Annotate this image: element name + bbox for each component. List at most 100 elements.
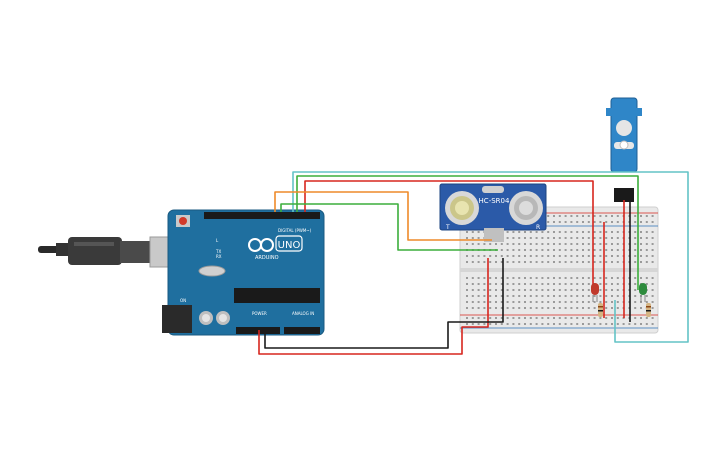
breadboard-hole <box>529 295 532 297</box>
breadboard-hole <box>529 301 532 303</box>
wire-red-5v[interactable] <box>258 258 489 355</box>
breadboard-hole <box>535 289 538 291</box>
breadboard-hole <box>518 237 521 239</box>
breadboard-hole <box>483 289 486 291</box>
usb-cable[interactable] <box>38 236 189 268</box>
breadboard-hole <box>524 255 526 257</box>
breadboard-hole <box>593 215 596 217</box>
breadboard-hole <box>651 323 654 325</box>
breadboard-hole <box>466 295 468 297</box>
breadboard-hole <box>634 283 637 285</box>
breadboard-hole <box>477 231 480 233</box>
breadboard-hole <box>500 307 503 309</box>
breadboard-hole <box>599 323 602 325</box>
breadboard-hole <box>645 255 648 257</box>
arduino-uno-board[interactable]: UNO ARDUINO DIGITAL (PWM~) TX RX L POWER… <box>162 209 325 336</box>
breadboard-hole <box>547 231 550 233</box>
breadboard-hole <box>553 289 555 291</box>
breadboard-hole <box>553 261 555 263</box>
red-led[interactable] <box>591 283 599 302</box>
breadboard-hole <box>506 295 509 297</box>
breadboard-hole <box>512 289 515 291</box>
breadboard-hole <box>489 243 492 245</box>
wire-green-trig[interactable] <box>280 203 498 251</box>
breadboard-hole <box>570 289 573 291</box>
breadboard-hole <box>529 289 532 291</box>
breadboard-hole <box>506 289 509 291</box>
analog-header <box>284 327 320 334</box>
breadboard-hole <box>483 295 486 297</box>
breadboard-hole <box>553 215 555 217</box>
breadboard-hole <box>541 237 544 239</box>
rx-label: RX <box>216 254 222 259</box>
breadboard-hole <box>616 277 619 279</box>
breadboard-hole <box>518 231 521 233</box>
green-led[interactable] <box>639 283 647 302</box>
resistor-1[interactable] <box>598 303 603 317</box>
resistor-2[interactable] <box>646 303 651 317</box>
digital-header <box>204 212 320 219</box>
breadboard-hole <box>489 289 492 291</box>
breadboard-hole <box>611 249 613 251</box>
breadboard-hole <box>535 301 538 303</box>
breadboard-hole <box>471 301 474 303</box>
breadboard-hole <box>593 261 596 263</box>
breadboard-hole <box>483 317 486 319</box>
servo-connector <box>614 188 634 202</box>
breadboard-hole <box>570 215 573 217</box>
wire-red-trig[interactable] <box>304 180 594 288</box>
breadboard-hole <box>558 255 561 257</box>
breadboard-hole <box>512 231 515 233</box>
breadboard-hole <box>506 307 509 309</box>
breadboard-hole <box>529 261 532 263</box>
breadboard-hole <box>593 237 596 239</box>
breadboard-hole <box>477 255 480 257</box>
wire-teal[interactable] <box>292 171 689 343</box>
breadboard-hole <box>605 283 608 285</box>
breadboard-hole <box>634 261 637 263</box>
breadboard-hole <box>582 289 584 291</box>
breadboard-hole <box>558 307 561 309</box>
breadboard-hole <box>564 215 567 217</box>
wire-orange-echo[interactable] <box>274 191 492 241</box>
breadboard-hole <box>535 249 538 251</box>
ultrasonic-sensor[interactable]: HC-SR04 T R <box>439 183 547 242</box>
wire-black-gnd[interactable] <box>264 258 504 349</box>
board-brand: ARDUINO <box>255 255 279 261</box>
breadboard-hole <box>651 249 654 251</box>
breadboard-hole <box>541 295 544 297</box>
breadboard-hole <box>524 289 526 291</box>
breadboard-hole <box>576 237 579 239</box>
breadboard-hole <box>564 237 567 239</box>
breadboard-hole <box>564 317 567 319</box>
wire-green-servo[interactable] <box>296 175 639 290</box>
power-jack[interactable] <box>162 305 192 333</box>
breadboard-hole <box>541 261 544 263</box>
breadboard-hole <box>535 323 538 325</box>
breadboard-hole <box>599 243 602 245</box>
breadboard-hole <box>518 323 521 325</box>
breadboard-hole <box>541 231 544 233</box>
breadboard-hole <box>506 237 509 239</box>
breadboard-hole <box>535 243 538 245</box>
breadboard-hole <box>616 231 619 233</box>
breadboard-hole <box>466 307 468 309</box>
breadboard-hole <box>471 243 474 245</box>
breadboard-hole <box>547 221 550 223</box>
breadboard-hole <box>599 283 602 285</box>
breadboard-hole <box>576 231 579 233</box>
breadboard-hole <box>541 323 544 325</box>
breadboard-hole <box>570 283 573 285</box>
breadboard-hole <box>640 261 642 263</box>
breadboard-hole <box>500 255 503 257</box>
breadboard-hole <box>535 261 538 263</box>
servo-motor[interactable] <box>606 97 642 202</box>
breadboard-hole <box>616 289 619 291</box>
breadboard-hole <box>605 317 608 319</box>
breadboard-hole <box>634 243 637 245</box>
breadboard-hole <box>547 243 550 245</box>
breadboard-hole <box>634 307 637 309</box>
breadboard-hole <box>541 317 544 319</box>
breadboard-hole <box>576 249 579 251</box>
breadboard-hole <box>587 307 590 309</box>
